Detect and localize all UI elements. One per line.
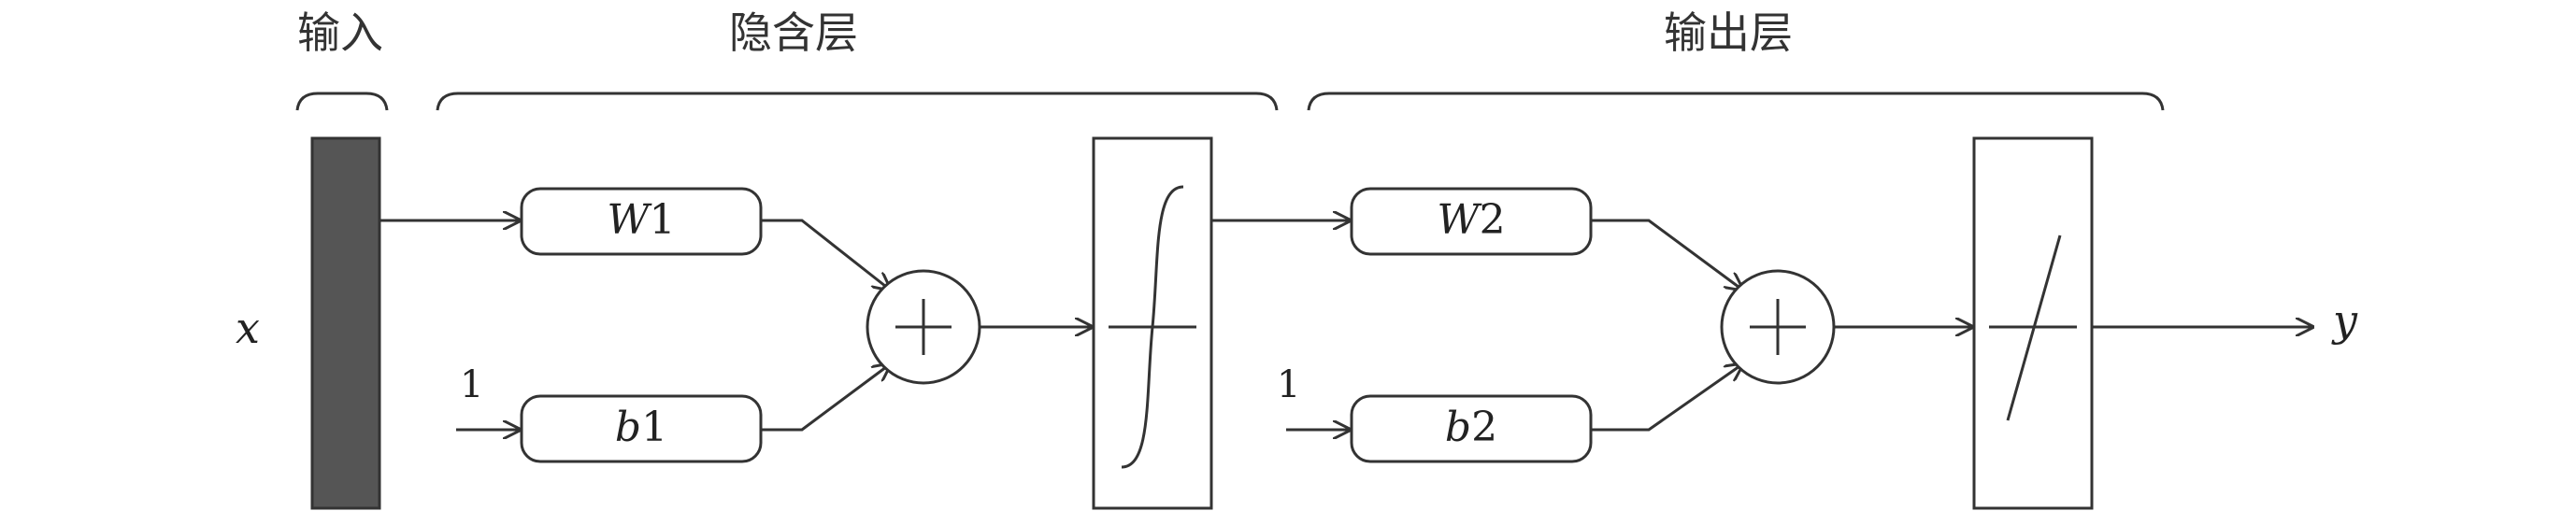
b2-to-sum2-arrow bbox=[1591, 364, 1742, 432]
output-layer-brace bbox=[1307, 92, 2165, 111]
hidden-layer-section-label: 隐含层 bbox=[729, 7, 858, 58]
sigmoid-curve-icon bbox=[1121, 185, 1184, 469]
input-section-label: 输入 bbox=[297, 7, 383, 58]
linear-transfer-box bbox=[1972, 136, 2094, 510]
b1-to-sum1-arrow bbox=[761, 364, 890, 432]
output-layer-section-label: 输出层 bbox=[1664, 7, 1793, 58]
output-variable-y: y bbox=[2333, 295, 2357, 346]
linear-line-icon bbox=[2006, 234, 2062, 421]
bias2-input-label: 1 bbox=[1277, 363, 1301, 406]
b2-label: b2 bbox=[1444, 404, 1498, 451]
w1-to-sum1-arrow bbox=[761, 219, 890, 290]
input-brace bbox=[295, 92, 389, 111]
w2-to-sum2-arrow bbox=[1591, 219, 1742, 290]
input-vector-bar bbox=[310, 136, 381, 510]
w2-label: W2 bbox=[1437, 196, 1506, 244]
input-variable-x: x bbox=[236, 303, 260, 353]
hidden-layer-brace bbox=[436, 92, 1279, 111]
bias1-input-label: 1 bbox=[460, 363, 484, 406]
w1-label: W1 bbox=[607, 196, 676, 244]
b1-label: b1 bbox=[614, 404, 668, 451]
